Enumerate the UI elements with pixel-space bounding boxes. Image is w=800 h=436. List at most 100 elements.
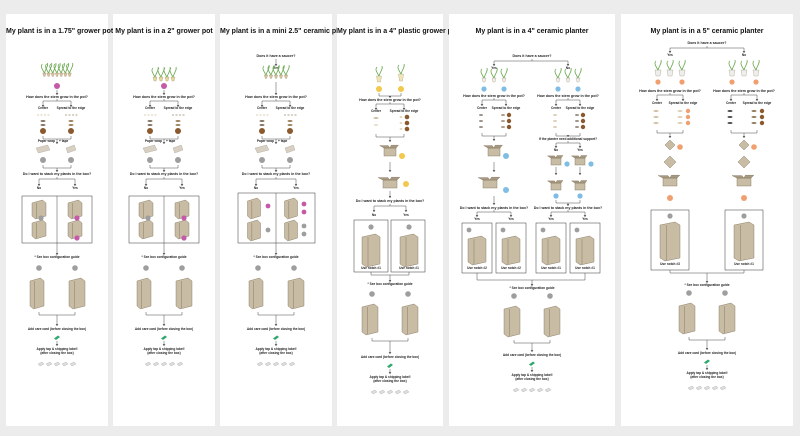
box-icon bbox=[718, 302, 736, 335]
number-badge bbox=[404, 114, 410, 120]
number-badge bbox=[511, 293, 517, 299]
box-icon bbox=[678, 302, 696, 335]
paper-wrap-icon bbox=[653, 110, 659, 112]
box-icon bbox=[467, 235, 487, 266]
box-config-note: * See box configuration guide bbox=[142, 255, 187, 259]
option-center: Center bbox=[145, 106, 156, 110]
arrow-icon bbox=[705, 348, 709, 350]
arrow-icon bbox=[566, 135, 570, 137]
care-card-icon bbox=[161, 335, 167, 340]
plant-pot-icon bbox=[59, 72, 64, 77]
plant-pot-icon bbox=[728, 69, 736, 77]
box-flap-icon bbox=[489, 177, 501, 181]
number-badge bbox=[685, 108, 691, 114]
number-badge bbox=[181, 215, 187, 221]
number-badge bbox=[741, 195, 747, 201]
plant-leaves-icon bbox=[554, 67, 562, 79]
plant-pot-icon bbox=[376, 75, 382, 83]
label-instruction-note: (after closing the box) bbox=[373, 379, 406, 383]
plant-leaves-icon bbox=[57, 62, 65, 74]
option-yes: Yes bbox=[548, 217, 554, 221]
box-icon bbox=[401, 303, 419, 336]
box-icon bbox=[31, 199, 47, 220]
option-frame bbox=[390, 219, 426, 273]
number-badge bbox=[481, 86, 487, 92]
arrow-icon bbox=[274, 64, 278, 66]
question-saucer: Does it have a saucer? bbox=[257, 54, 296, 58]
paper-wrap-icon bbox=[175, 114, 178, 116]
paper-wrap-icon bbox=[68, 114, 71, 116]
label-instruction: Apply tap & shipping label! bbox=[255, 347, 296, 351]
box-flap-icon bbox=[669, 175, 681, 179]
paper-wrap-icon bbox=[178, 114, 182, 116]
label-icon bbox=[719, 385, 727, 391]
arrow-icon bbox=[554, 146, 558, 148]
panel-4-ceramic-planter: My plant is in a 4" ceramic planter bbox=[449, 14, 615, 426]
label-icon bbox=[394, 389, 402, 395]
plant-leaves-icon bbox=[480, 67, 488, 79]
option-no: No bbox=[742, 53, 746, 57]
plant-pot-icon bbox=[575, 77, 581, 83]
question-stack: Do I want to stack my plants in the box? bbox=[242, 172, 311, 176]
paper-wrap-icon bbox=[290, 114, 294, 116]
number-badge bbox=[68, 128, 74, 134]
box-icon bbox=[284, 197, 298, 220]
label-icon bbox=[711, 385, 719, 391]
paper-tape-label: + tape bbox=[59, 139, 69, 143]
label-icon bbox=[703, 385, 711, 391]
label-icon bbox=[37, 361, 45, 367]
paper-wrap-icon bbox=[171, 114, 175, 116]
paper-wrap-icon bbox=[677, 116, 683, 118]
number-badge bbox=[685, 114, 691, 120]
question-stem-growth: How does the stem grow in the pot? bbox=[463, 94, 525, 98]
plant-pot-icon bbox=[491, 77, 497, 83]
plant-leaves-icon bbox=[752, 59, 760, 71]
number-badge bbox=[287, 157, 293, 163]
arrow-icon bbox=[530, 284, 534, 286]
arrow-icon bbox=[254, 184, 258, 186]
notch-label: Use notch #1 bbox=[361, 266, 381, 270]
paper-sheet-icon bbox=[172, 144, 184, 154]
number-badge bbox=[547, 293, 553, 299]
paper-sheet-icon bbox=[65, 144, 77, 154]
plant-pot-icon bbox=[678, 69, 686, 77]
box-flap-icon bbox=[546, 180, 557, 184]
care-card-icon bbox=[54, 335, 60, 340]
plant-leaves-icon bbox=[49, 62, 57, 74]
label-icon bbox=[272, 361, 280, 367]
option-yes: Yes bbox=[293, 186, 299, 190]
number-badge bbox=[398, 86, 404, 92]
arrow-icon bbox=[668, 136, 672, 138]
arrow-icon bbox=[566, 204, 570, 206]
number-badge bbox=[301, 231, 307, 237]
panel-title: My plant is in a 1.75" grower pot bbox=[6, 28, 114, 35]
box-config-note: * See box configuration guide bbox=[510, 286, 555, 290]
plant-pot-icon bbox=[46, 72, 51, 77]
paper-wrap-icon bbox=[287, 120, 293, 122]
number-badge bbox=[406, 224, 412, 230]
arrow-icon bbox=[554, 104, 558, 106]
label-icon bbox=[370, 389, 378, 395]
paper-wrap-icon bbox=[501, 126, 505, 128]
paper-wrap-label: Paper wrap bbox=[38, 139, 55, 143]
box-icon bbox=[248, 277, 264, 310]
paper-wrap-icon bbox=[653, 122, 659, 124]
option-spread: Spread to the edge bbox=[743, 101, 772, 105]
box-config-note: * See box configuration guide bbox=[368, 282, 413, 286]
paper-wrap-icon bbox=[40, 120, 46, 122]
box-icon bbox=[487, 147, 501, 157]
care-card-instruction: Add care card (before closing the box) bbox=[361, 355, 419, 359]
arrow-icon bbox=[162, 170, 166, 172]
paper-wrap-icon bbox=[262, 114, 266, 116]
paper-wrap-icon bbox=[501, 120, 505, 122]
arrow-icon bbox=[554, 173, 558, 175]
question-stack: Do I want to stack my plants in the box? bbox=[130, 172, 199, 176]
option-yes: Yes bbox=[582, 217, 588, 221]
box-flap-icon bbox=[389, 177, 401, 181]
paper-wrap-icon bbox=[47, 114, 50, 116]
box-flap-icon bbox=[579, 180, 588, 184]
label-icon bbox=[528, 387, 536, 393]
paper-tape-label: + tape bbox=[166, 139, 176, 143]
